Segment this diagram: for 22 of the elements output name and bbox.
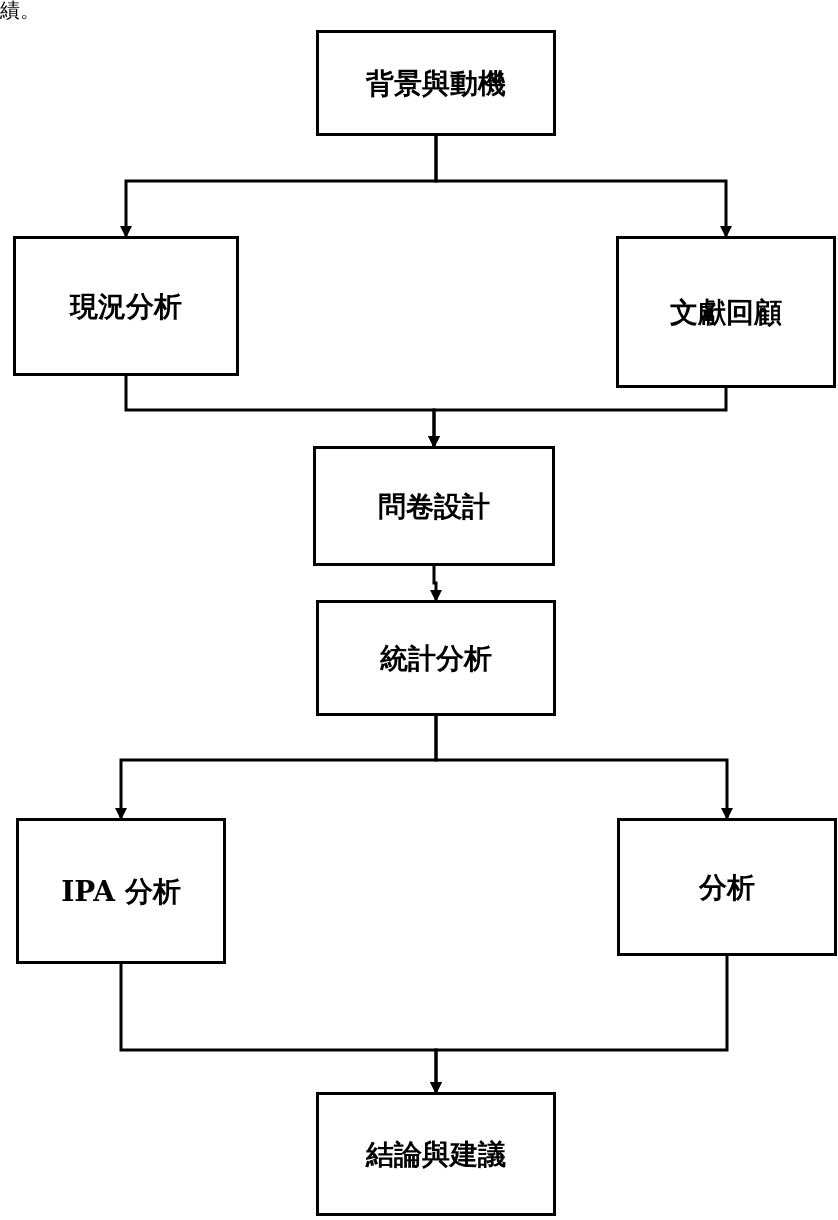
box-label: 統計分析 (379, 640, 493, 676)
box-label: IPA 分析 (60, 873, 182, 909)
box-label: 分析 (698, 869, 756, 905)
box-label: 背景與動機 (364, 65, 507, 101)
arrow (430, 956, 729, 1094)
arrow (434, 136, 732, 238)
arrow (434, 716, 733, 820)
process-box (313, 446, 555, 566)
arrow (430, 566, 442, 602)
box-label: 結論與建議 (364, 1136, 507, 1172)
process-box (616, 236, 836, 388)
process-box (316, 1092, 556, 1216)
box-label: 現況分析 (68, 288, 183, 324)
arrow (428, 388, 728, 448)
box-label: 文獻回顧 (669, 294, 783, 330)
process-box (16, 818, 226, 964)
process-box (13, 236, 239, 376)
process-box (617, 818, 837, 956)
process-box (316, 30, 556, 136)
process-box (316, 600, 556, 716)
box-label: 問卷設計 (377, 488, 491, 524)
text-fragment: 績。 (0, 0, 40, 20)
